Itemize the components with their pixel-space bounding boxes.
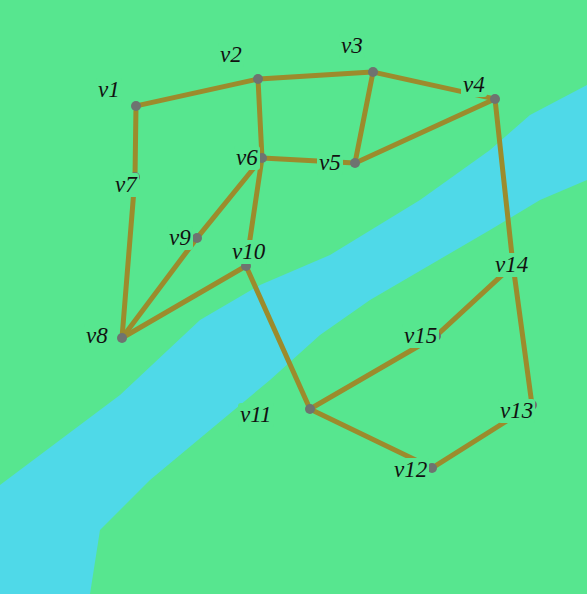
graph-vertex — [305, 404, 315, 414]
graph-edge — [440, 268, 510, 332]
vertex-label: v10 — [230, 240, 267, 264]
graph-vertex — [117, 333, 127, 343]
graph-edge — [122, 182, 134, 333]
graph-edge — [125, 242, 194, 334]
graph-edge — [248, 271, 308, 405]
graph-edge — [356, 77, 372, 158]
graph-edge — [133, 111, 139, 172]
graph-vertex — [131, 101, 141, 111]
vertex-label: v12 — [392, 458, 429, 482]
graph-edge — [141, 80, 253, 105]
vertex-label: v13 — [498, 399, 535, 423]
graph-vertex — [368, 67, 378, 77]
graph-edge — [378, 73, 490, 98]
graph-edge — [314, 339, 431, 407]
vertex-label: v5 — [317, 151, 343, 175]
graph-edge — [126, 269, 241, 336]
vertex-label: v4 — [461, 73, 487, 97]
graph-edge — [496, 104, 513, 260]
vertex-label: v11 — [238, 403, 274, 427]
graph-edge — [514, 270, 532, 400]
graph-vertex — [350, 158, 360, 168]
vertex-label: v1 — [96, 78, 122, 102]
vertex-label: v6 — [234, 146, 260, 170]
graph-vertex — [253, 74, 263, 84]
graph-edge — [360, 101, 491, 161]
vertex-label: v15 — [402, 324, 439, 348]
river — [0, 85, 587, 594]
graph-edge — [258, 84, 261, 153]
vertex-label: v8 — [84, 324, 110, 348]
graph-edge — [263, 72, 368, 78]
graph-vertex — [490, 94, 500, 104]
vertex-label: v14 — [493, 253, 530, 277]
vertex-label: v9 — [167, 226, 193, 250]
vertex-label: v3 — [339, 34, 365, 58]
vertex-label: v7 — [113, 173, 139, 197]
graph-vertex — [192, 233, 202, 243]
vertex-label: v2 — [218, 43, 244, 67]
